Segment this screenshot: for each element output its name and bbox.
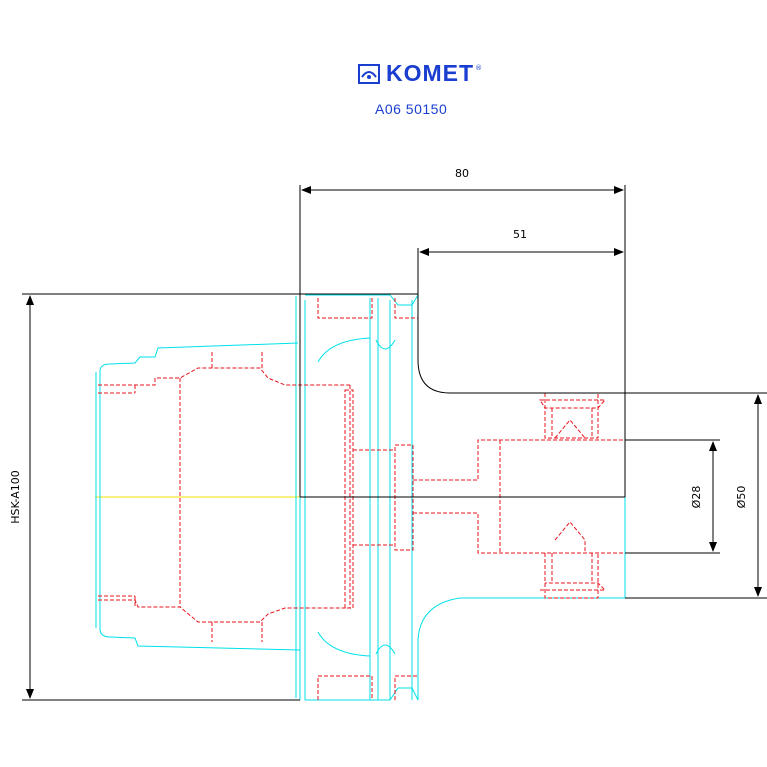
dim-label-hsk: HSK-A100 — [9, 470, 22, 524]
article-code: A06 50150 — [375, 101, 448, 117]
brand-name: KOMET — [386, 60, 475, 86]
dim-label-51: 51 — [513, 228, 527, 241]
flange-body — [317, 298, 626, 700]
komet-logo-icon — [358, 63, 380, 84]
dim-label-80: 80 — [455, 167, 469, 180]
registered-mark: ® — [475, 63, 483, 72]
dim-label-d50: Ø50 — [735, 486, 748, 509]
hidden-edges — [98, 298, 625, 700]
outline — [22, 185, 767, 701]
brand-header: KOMET ® — [358, 60, 482, 87]
dimension-lines — [26, 186, 762, 699]
dim-label-d28: Ø28 — [690, 486, 703, 509]
